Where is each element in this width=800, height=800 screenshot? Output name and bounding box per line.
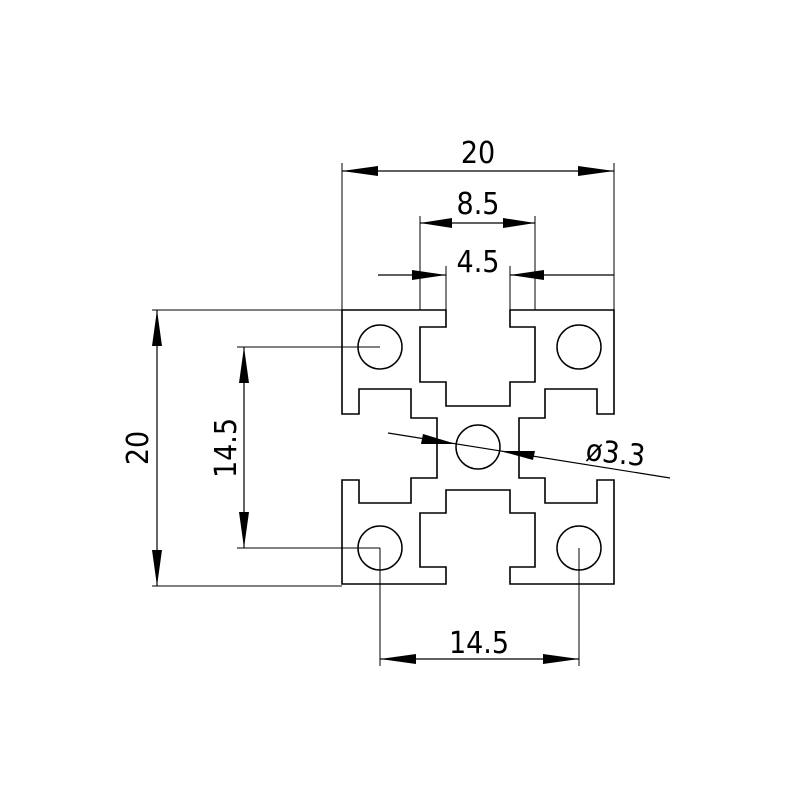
center-hole-diameter-label: ø3.3 [584,433,647,474]
hole-spacing-horizontal-label: 14.5 [449,626,509,661]
dimension-hole-spacing-vertical: 14.5 [209,346,380,549]
corner-hole-top-right [556,324,602,370]
slot-inner-label: 4.5 [457,245,500,280]
dimension-hole-spacing-horizontal: 14.5 [379,548,580,666]
slot-outer-label: 8.5 [457,187,500,222]
dimension-center-hole-diameter: ø3.3 [387,432,671,479]
dimension-overall-width: 20 [341,136,615,310]
overall-height-label: 20 [121,431,156,465]
overall-width-label: 20 [461,136,495,171]
hole-spacing-vertical-label: 14.5 [209,418,244,478]
dimension-slot-outer: 8.5 [419,187,536,310]
dimension-slot-inner: 4.5 [378,245,614,310]
dimension-overall-height: 20 [121,309,342,587]
